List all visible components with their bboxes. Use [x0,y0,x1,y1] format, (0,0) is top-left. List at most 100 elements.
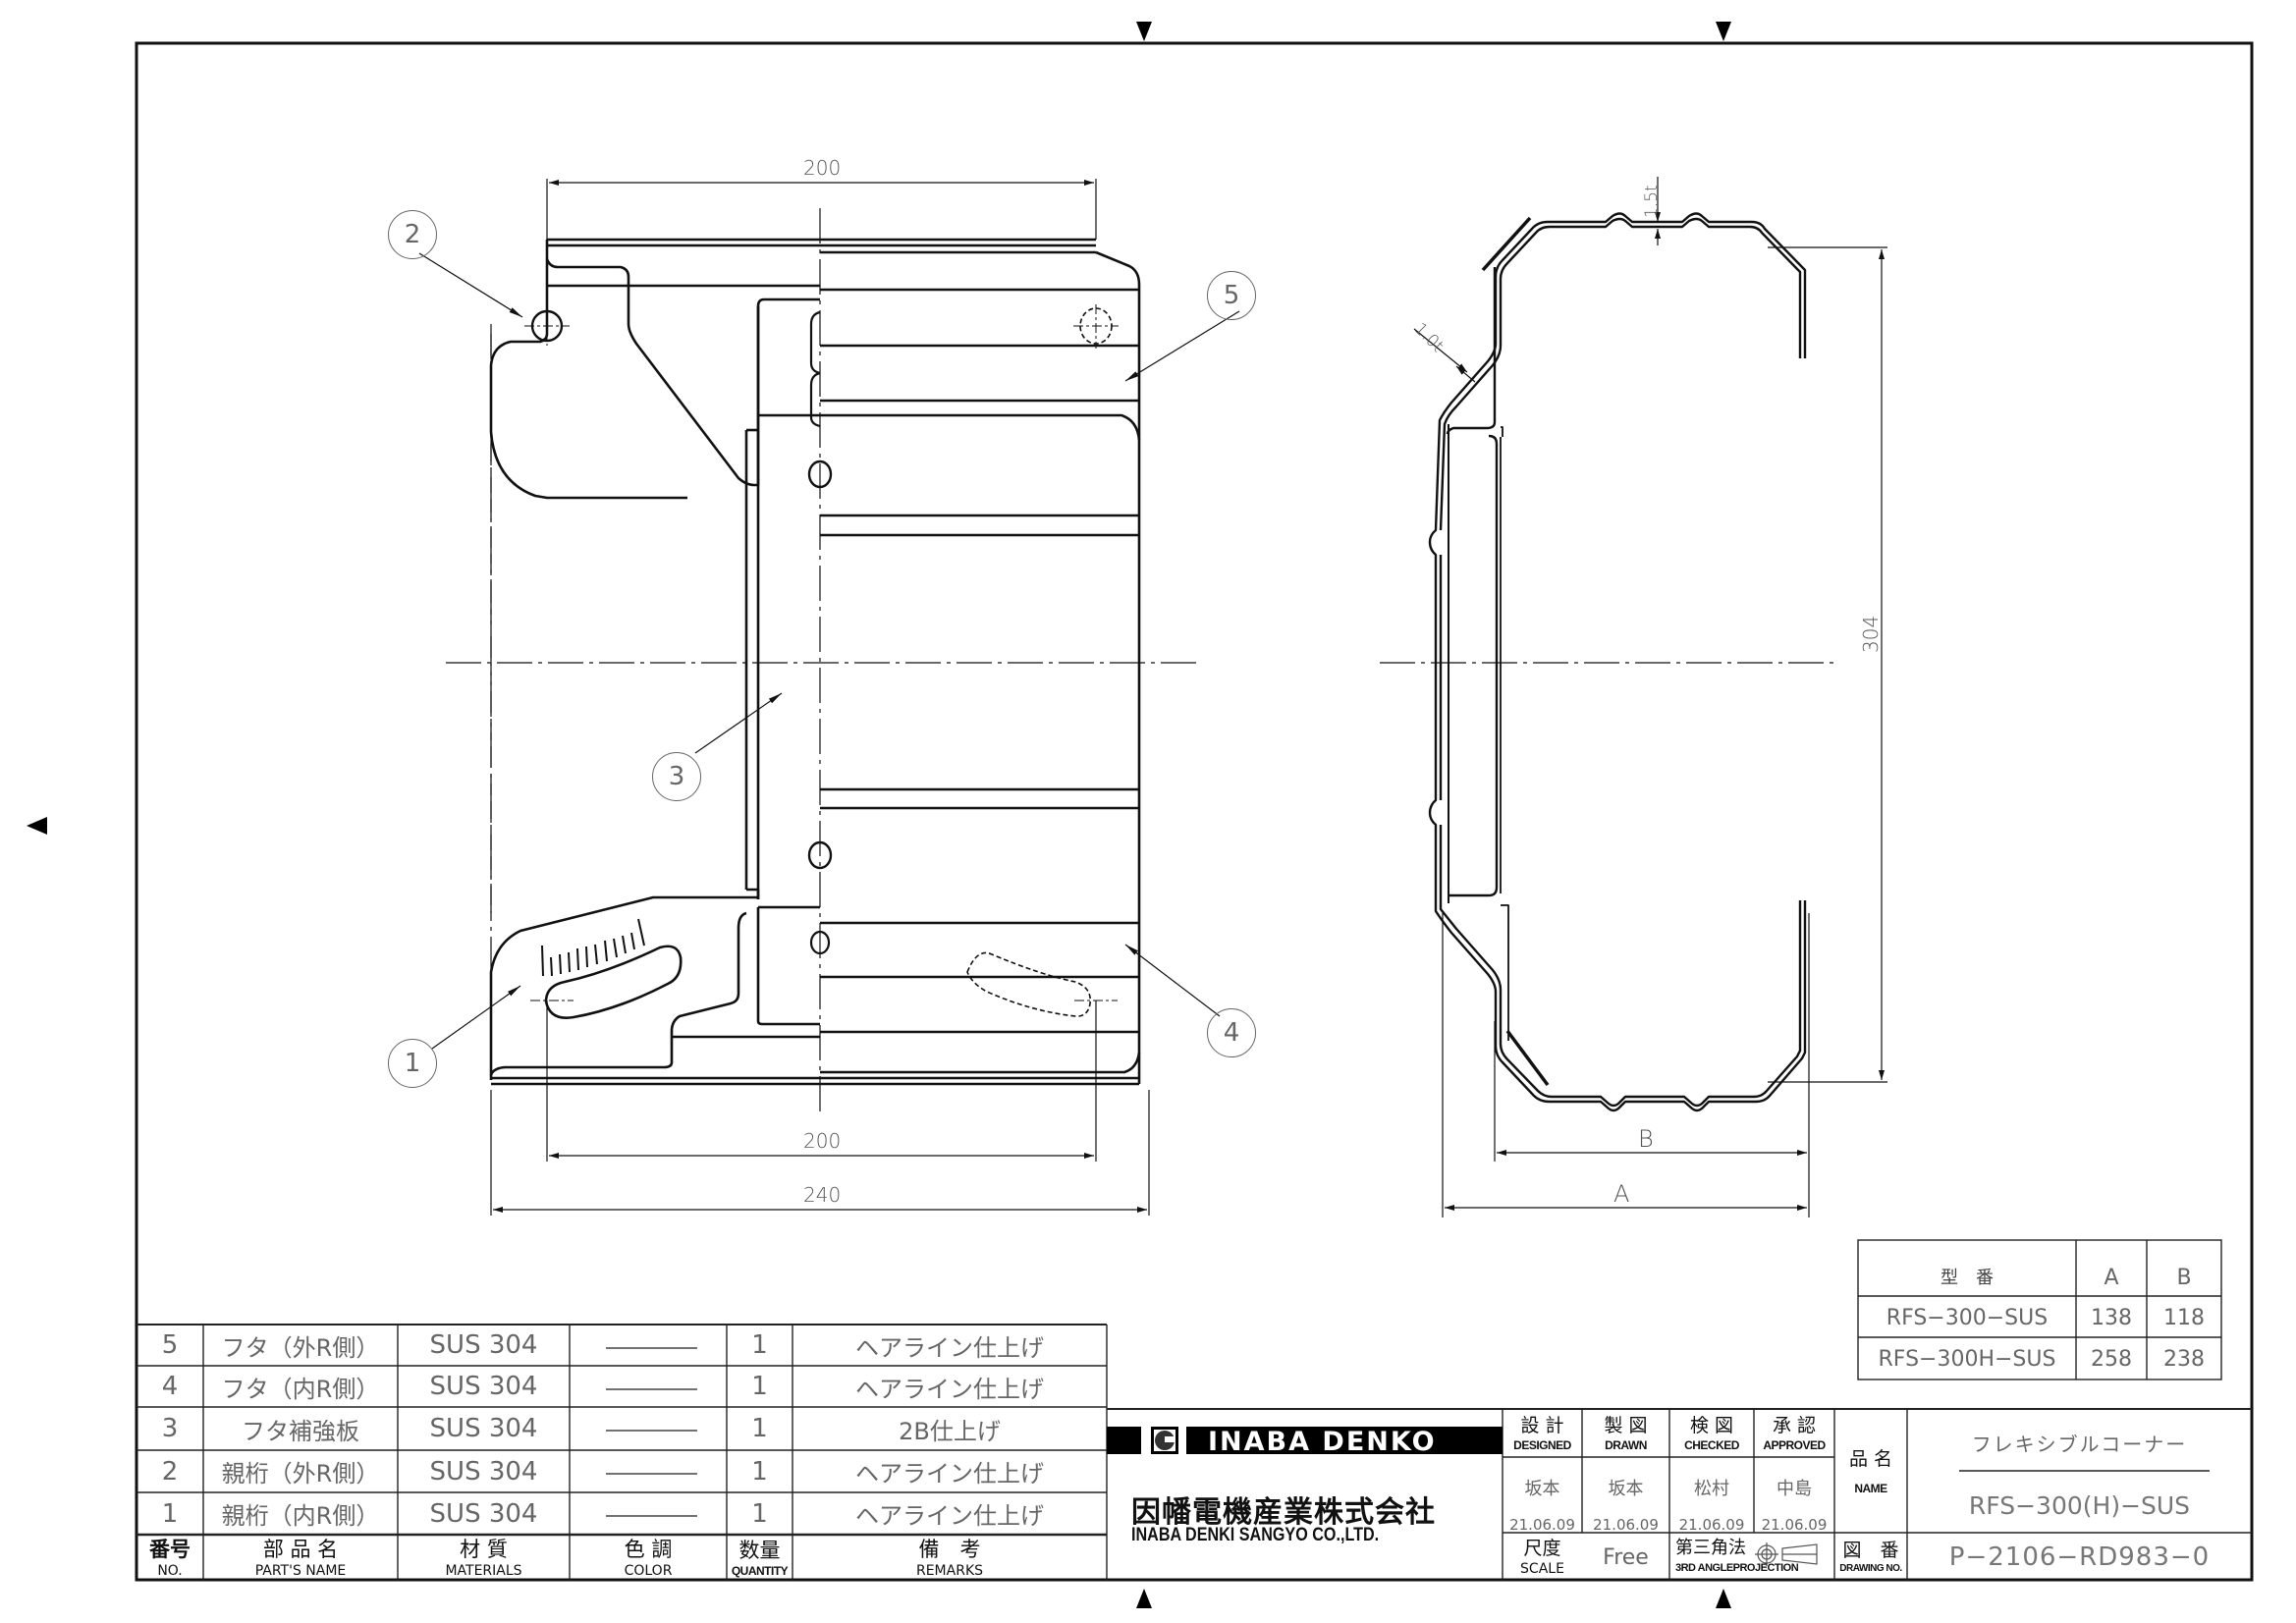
parts-header-material: 材 質 MATERIALS [398,1537,570,1580]
part-no: 5 [161,1330,179,1360]
signoff-drawn-header: 製 図 DRAWN [1582,1411,1669,1457]
front-view-dimensions [418,179,1240,1216]
signoff-checked-role-jp: 検 図 [1689,1415,1734,1436]
top-marker-right-icon [1716,22,1731,41]
part-remarks: ヘアライン仕上げ [855,1375,1044,1403]
part-qty: 1 [751,1372,768,1401]
signoff-approved-date: 21.06.09 [1761,1515,1828,1534]
drawing-no-label: 図 番 DRAWING NO. [1834,1535,1907,1580]
signoff-designed-role-en: DESIGNED [1513,1438,1571,1452]
dim-hole-pitch: 200 [803,1129,842,1153]
scale-label: 尺度 SCALE [1503,1535,1582,1580]
signoff-checked-header: 検 図 CHECKED [1669,1411,1754,1457]
parts-header-color-en: COLOR [624,1562,673,1579]
signoff-designed-header: 設 計 DESIGNED [1503,1411,1582,1457]
model-table-row-1-a: 138 [2091,1305,2132,1330]
part-material: SUS 304 [429,1330,538,1360]
model-table-header-a: A [2104,1266,2119,1290]
part-material: SUS 304 [429,1498,538,1529]
dim-width-A: A [1613,1180,1630,1208]
signoff-checked-role-en: CHECKED [1684,1438,1739,1452]
part-name: フタ（外R側） [221,1333,380,1362]
part-material: SUS 304 [429,1414,538,1443]
parts-header-qty-en: QUANTITY [731,1563,789,1578]
dim-height-304: 304 [1859,615,1883,653]
part-no: 1 [161,1498,179,1529]
parts-header-name: 部 品 名 PART'S NAME [203,1537,398,1580]
projection-label-en: 3RD ANGLEPROJECTION [1675,1562,1799,1574]
part-remarks: ヘアライン仕上げ [855,1333,1044,1362]
product-model: RFS−300(H)−SUS [1968,1490,2191,1520]
parts-header-remarks: 備 考 REMARKS [793,1537,1107,1580]
scale-label-en: SCALE [1520,1560,1564,1577]
part-name: 親桁（外R側） [221,1460,380,1488]
part-no: 4 [161,1372,179,1401]
signoff-approved-name: 中島 [1777,1479,1812,1499]
front-view [446,208,1198,1114]
signoff-drawn-name: 坂本 [1608,1479,1644,1499]
parts-header-color: 色 調 COLOR [570,1537,727,1580]
signoff-checked-date: 21.06.09 [1678,1515,1745,1534]
projection-label-jp: 第三角法 [1675,1538,1746,1558]
inaba-denko-logo-icon [1107,1427,1178,1454]
drawing-no-label-jp: 図 番 [1842,1539,1899,1561]
part-material: SUS 304 [429,1372,538,1401]
part-qty: 1 [751,1456,768,1487]
part-remarks: 2B仕上げ [899,1417,1001,1445]
part-remarks: ヘアライン仕上げ [855,1502,1044,1530]
part-qty: 1 [751,1498,768,1529]
signoff-designed-role-jp: 設 計 [1520,1415,1564,1436]
model-table-row-2-b: 238 [2163,1347,2205,1372]
model-table-header-b: B [2176,1266,2192,1290]
side-view-dimensions [1413,177,1887,1217]
model-table-row-2-a: 258 [2091,1347,2132,1372]
company-name-jp: 因幡電機産業株式会社 [1131,1495,1436,1530]
title-block-grid [1107,1408,2252,1580]
parts-list-grid [137,1324,1108,1580]
scale-value: Free [1603,1544,1649,1570]
top-marker-left-icon [1136,22,1152,41]
dim-top-width: 200 [803,156,842,180]
bottom-marker-right-icon [1716,1589,1731,1608]
part-name: フタ補強板 [242,1417,359,1445]
model-table-header-model: 型 番 [1941,1267,1994,1288]
scale-label-jp: 尺度 [1523,1537,1561,1559]
balloon-part-4: 4 [1207,1008,1256,1057]
projection-label: 第三角法 3RD ANGLEPROJECTION [1669,1535,1834,1580]
parts-header-qty-jp: 数量 [738,1538,781,1562]
part-qty: 1 [751,1330,768,1360]
parts-header-qty: 数量 QUANTITY [727,1537,793,1580]
signoff-drawn-date: 21.06.09 [1593,1515,1659,1534]
model-table-row-1-b: 118 [2163,1305,2205,1330]
part-name: 親桁（内R側） [221,1502,380,1530]
part-no: 3 [161,1414,179,1443]
company-name-en: INABA DENKI SANGYO CO.,LTD. [1131,1525,1380,1545]
product-name-label: 品 名 NAME [1834,1411,1907,1533]
logo-band [1186,1427,1503,1454]
part-qty: 1 [751,1414,768,1443]
part-material: SUS 304 [429,1456,538,1487]
frame-markers [27,22,1731,1608]
signoff-approved-header: 承 認 APPROVED [1754,1411,1834,1457]
bottom-marker-left-icon [1136,1589,1152,1608]
part-name: フタ（内R側） [221,1375,380,1403]
balloon-part-5: 5 [1207,271,1256,320]
parts-header-material-jp: 材 質 [460,1537,508,1561]
left-marker-icon [27,817,47,835]
model-table-row-2-model: RFS−300H−SUS [1878,1347,2056,1372]
part-remarks: ヘアライン仕上げ [855,1460,1044,1488]
signoff-approved-role-en: APPROVED [1763,1438,1826,1452]
drawing-number: P−2106−RD983−0 [1948,1542,2211,1572]
parts-header-no-jp: 番号 [149,1537,191,1561]
signoff-designed-name: 坂本 [1524,1479,1560,1499]
logo-text: INABA DENKO [1208,1427,1437,1457]
balloon-part-2: 2 [388,210,437,259]
side-view [1380,212,1836,1112]
parts-header-remarks-jp: 備 考 [918,1537,981,1561]
dim-width-B: B [1638,1125,1654,1153]
balloon-part-1: 1 [388,1039,437,1088]
drawing-no-label-en: DRAWING NO. [1839,1562,1902,1574]
model-table-row-1-model: RFS−300−SUS [1886,1305,2049,1330]
product-name-label-en: NAME [1854,1481,1887,1495]
